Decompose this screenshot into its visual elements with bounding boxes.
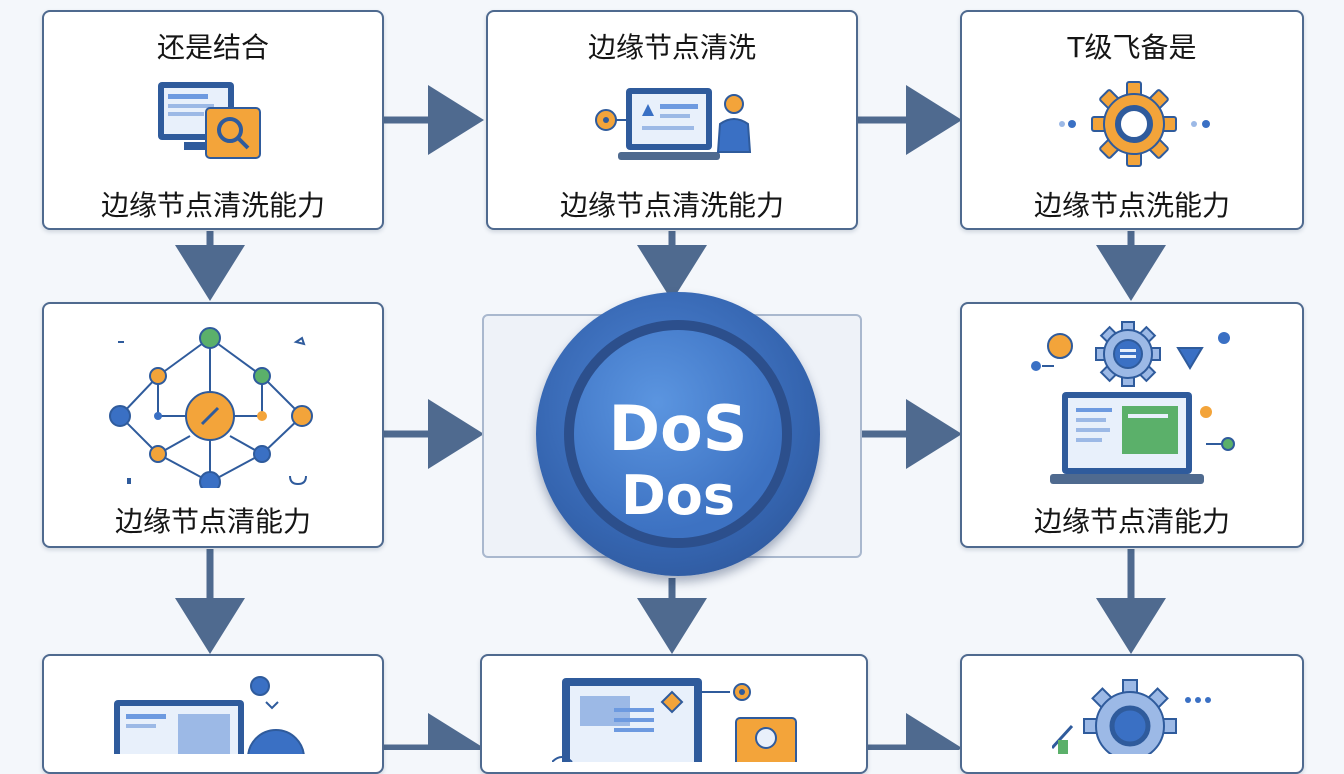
card-caption: 边缘节点清能力 — [114, 505, 311, 538]
card-bottom-right — [960, 654, 1304, 774]
card-mid-left: 边缘节点清能力 — [42, 302, 384, 548]
dos-emblem-inner — [564, 320, 792, 548]
card-title: T级飞备是 — [1067, 31, 1197, 64]
card-top-center: 边缘节点清洗 边缘节点清洗能力 — [486, 10, 858, 230]
monitor-search-icon — [158, 82, 261, 159]
card-bottom-left — [42, 654, 384, 774]
card-caption: 边缘节点清能力 — [1033, 505, 1230, 538]
card-top-right: T级飞备是 边缘节点洗能力 — [960, 10, 1304, 230]
gear-icon — [1059, 81, 1210, 167]
card-top-left: 还是结合 边缘节点清洗能力 — [42, 10, 384, 230]
card-caption: 边缘节点清洗能力 — [100, 189, 325, 222]
dos-emblem: DoS Dos — [536, 292, 820, 576]
network-nodes-icon — [109, 327, 313, 488]
card-mid-right: 边缘节点清能力 — [960, 302, 1304, 548]
monitor-chart-icon — [114, 676, 305, 754]
card-caption: 边缘节点清洗能力 — [559, 189, 784, 222]
dos-label-upper: DoS — [608, 392, 748, 465]
card-caption: 边缘节点洗能力 — [1033, 189, 1230, 222]
card-title: 边缘节点清洗 — [587, 31, 756, 64]
card-title: 还是结合 — [156, 31, 269, 64]
card-bottom-center — [480, 654, 868, 774]
gear-chart-icon — [1052, 679, 1211, 754]
laptop-gear-icon — [1031, 321, 1235, 484]
laptop-user-icon — [595, 88, 752, 160]
monitor-user-icon — [552, 678, 797, 762]
dos-label-lower: Dos — [620, 464, 736, 527]
